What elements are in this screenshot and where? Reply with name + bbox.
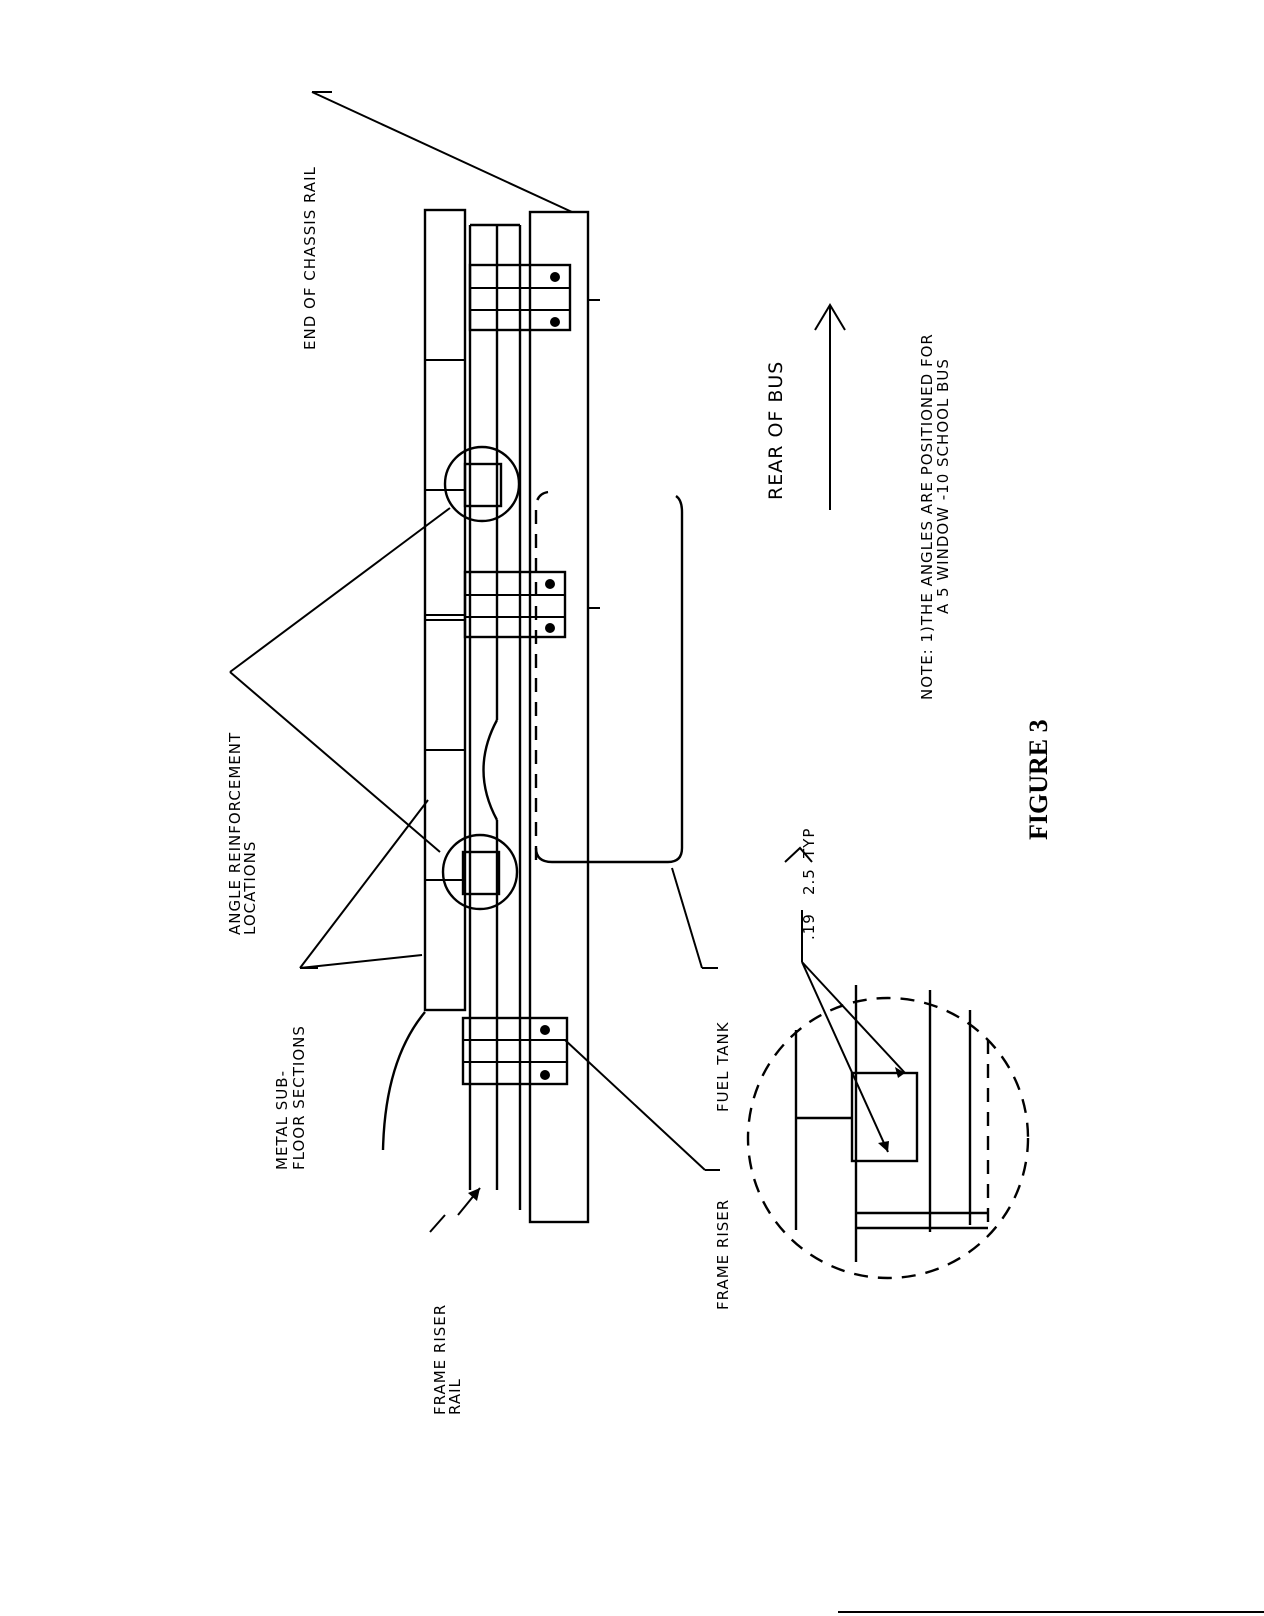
- label-frame-riser-rail: FRAME RISER: [431, 1304, 449, 1415]
- angle-reinforcement-location: [443, 445, 521, 523]
- label-metal-subfloor-sections: FLOOR SECTIONS: [290, 1025, 308, 1170]
- label-metal-subfloor: METAL SUB-: [273, 1070, 291, 1170]
- frame-riser-block: [425, 570, 600, 639]
- label-end-of-chassis-rail: END OF CHASSIS RAIL: [301, 166, 319, 350]
- chassis-rail: [528, 210, 590, 1224]
- label-rear-of-bus: REAR OF BUS: [765, 361, 787, 500]
- frame-riser-block: [461, 1016, 569, 1086]
- weld-spec-length: 2.5: [800, 868, 818, 895]
- label-frame-riser-rail-2: RAIL: [446, 1378, 464, 1415]
- note-line-1: NOTE: 1)THE ANGLES ARE POSITIONED FOR: [918, 333, 936, 700]
- frame-riser-block: [468, 263, 600, 332]
- rail-arrow-head: [468, 1188, 480, 1201]
- note-line-2: A 5 WINDOW -10 SCHOOL BUS: [934, 358, 952, 614]
- rear-of-bus-arrow: [814, 303, 846, 510]
- fuel-tank: [534, 495, 684, 864]
- label-angle-reinforcement: ANGLE REINFORCEMENT: [226, 732, 244, 935]
- angle-reinforcement-location: [441, 833, 519, 911]
- weld-detail-view: [746, 846, 1030, 1280]
- chassis-assembly: [381, 208, 684, 1224]
- metal-subfloor-strip: [423, 208, 467, 1012]
- front-arc: [381, 1011, 426, 1151]
- label-angle-reinforcement-locations: LOCATIONS: [241, 841, 259, 935]
- fuel-tank-hidden-edge: [534, 490, 549, 860]
- label-fuel-tank: FUEL TANK: [714, 1021, 732, 1112]
- figure-title: FIGURE 3: [1024, 719, 1053, 840]
- leader-lines: [229, 91, 720, 1233]
- rail-cutout: [482, 719, 499, 821]
- weld-spec-typ: TYP: [800, 828, 818, 859]
- label-frame-riser: FRAME RISER: [714, 1199, 732, 1310]
- weld-spec-size: .19: [800, 913, 818, 940]
